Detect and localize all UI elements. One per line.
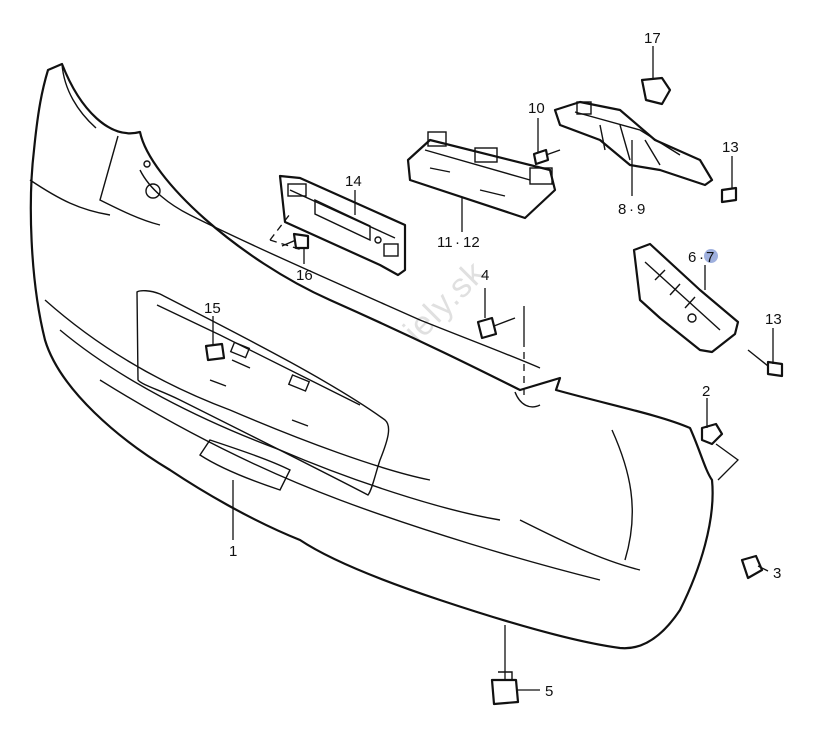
bracket-14[interactable]	[278, 174, 407, 277]
screw-13-lower[interactable]	[747, 349, 784, 378]
callout-15: 15	[204, 300, 221, 317]
bracket-6-7[interactable]	[632, 242, 740, 354]
callout-13-upper: 13	[722, 139, 739, 156]
callout-17: 17	[644, 30, 661, 47]
callout-separator-6-7: ·	[699, 249, 704, 266]
callout-6: 6	[688, 249, 696, 266]
clip-17[interactable]	[640, 76, 672, 106]
callout-9: 9	[637, 201, 645, 218]
callout-12: 12	[463, 234, 480, 251]
bracket-8-9[interactable]	[553, 100, 714, 187]
callout-4: 4	[481, 267, 489, 284]
callout-16: 16	[296, 267, 313, 284]
clip-3[interactable]	[740, 554, 764, 580]
bolt-4[interactable]	[476, 316, 516, 340]
callout-10: 10	[528, 100, 545, 117]
screw-10[interactable]	[532, 148, 561, 166]
bracket-11-12[interactable]	[406, 131, 557, 220]
callout-7: 7	[706, 249, 714, 266]
callout-14: 14	[345, 173, 362, 190]
callout-13-lower: 13	[765, 311, 782, 328]
screw-13-upper[interactable]	[720, 186, 738, 204]
callout-5: 5	[545, 683, 553, 700]
leader-3	[757, 565, 769, 572]
callout-separator-11-12: ·	[455, 234, 460, 251]
highlight-marker	[704, 249, 718, 263]
callout-2: 2	[702, 383, 710, 400]
clip-2[interactable]	[700, 422, 724, 446]
screw-16[interactable]	[281, 232, 310, 250]
callout-1: 1	[229, 543, 237, 560]
clip-15[interactable]	[204, 342, 226, 362]
callout-3: 3	[773, 565, 781, 582]
callout-8: 8	[618, 201, 626, 218]
clip-5[interactable]	[490, 671, 520, 706]
callout-separator-8-9: ·	[629, 201, 634, 218]
callout-11: 11	[437, 234, 453, 251]
rear-bumper[interactable]	[29, 62, 714, 650]
